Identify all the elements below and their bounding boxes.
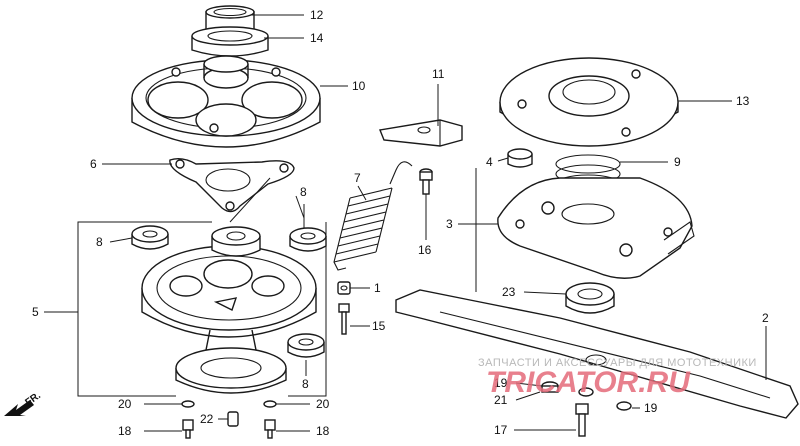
callout-7: 7 [354,171,361,185]
callout-22: 22 [200,412,214,426]
callout-23: 23 [502,285,516,299]
part-1-nut [337,281,351,295]
part-7-spring [333,161,413,271]
assembly-bracket-5b [229,177,327,397]
callout-4: 4 [486,155,493,169]
part-15-bolt [338,303,350,335]
callout-1: 1 [374,281,381,295]
part-20-washer-right [263,400,277,408]
part-18-bolt-right [264,419,276,439]
callout-5: 5 [32,305,39,319]
part-3-housing [497,177,695,279]
callout-19-right: 19 [644,401,658,415]
callout-20-right: 20 [316,397,330,411]
part-8-damper-right-bottom [287,333,325,358]
callout-8-left: 8 [96,235,103,249]
callout-18-left: 18 [118,424,132,438]
part-20-washer-left [181,400,195,408]
part-6-plate [169,157,295,213]
callout-16: 16 [418,243,432,257]
callout-3: 3 [446,217,453,231]
part-14-collar [191,26,269,57]
callout-2: 2 [762,311,769,325]
part-19-nut-right [616,401,632,411]
callout-13: 13 [736,94,750,108]
part-16-bolt [419,168,433,195]
callout-6: 6 [90,157,97,171]
callout-9: 9 [674,155,681,169]
part-5-pulley [141,226,317,394]
part-10-housing [131,55,321,148]
callout-19-left: 19 [494,376,508,390]
part-23-bearing [565,282,615,314]
callout-18-right: 18 [316,424,330,438]
part-8-damper-right-top [289,227,327,252]
callout-21: 21 [494,393,508,407]
part-22-key [227,411,239,427]
callout-8-bottom-right: 8 [302,377,309,391]
callout-11: 11 [432,67,445,81]
part-8-damper-left [131,225,169,250]
callout-10: 10 [352,79,366,93]
callout-20-left: 20 [118,397,132,411]
part-4-cap [507,148,533,168]
part-17-bolt [575,403,589,437]
callout-8-top-right: 8 [300,185,307,199]
arrow-icon: FR. [4,390,43,416]
assembly-bracket-5 [77,221,212,397]
callout-labels: 1 2 3 4 5 6 7 8 8 8 9 10 11 12 13 14 15 … [32,8,769,438]
callout-17: 17 [494,423,508,437]
part-11-bracket [379,119,463,147]
watermark-caption: ЗАПЧАСТИ И АКСЕССУАРЫ ДЛЯ МОТОТЕХНИКИ [478,357,757,369]
part-2-blade [395,289,799,419]
callout-15: 15 [372,319,386,333]
part-18-bolt-left [182,419,194,439]
watermark: ЗАПЧАСТИ И АКСЕССУАРЫ ДЛЯ МОТОТЕХНИКИ TR… [478,357,757,399]
part-19-nut-left [578,387,594,397]
callout-14: 14 [310,31,324,45]
leader-lines [44,14,767,432]
watermark-brand: TRICATOR.RU [486,366,691,399]
part-13-disc [499,57,679,147]
callout-12: 12 [310,8,324,22]
